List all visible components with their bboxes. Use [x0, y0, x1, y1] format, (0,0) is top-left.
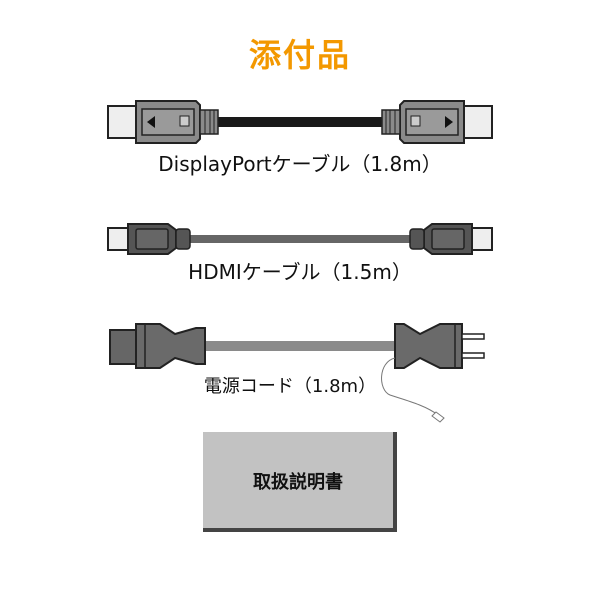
- hdmi-cable-label: HDMIケーブル（1.5m）: [188, 260, 412, 284]
- displayport-cable-icon: [107, 100, 493, 144]
- displayport-cable-label: DisplayPortケーブル（1.8m）: [158, 152, 442, 176]
- hdmi-cable-icon: [107, 223, 493, 255]
- manual-label: 取扱説明書: [253, 472, 343, 493]
- page-title: 添付品: [248, 36, 351, 74]
- manual-icon: 取扱説明書: [203, 432, 397, 532]
- power-cord-icon: [109, 323, 485, 423]
- power-cord-label: 電源コード（1.8m）: [203, 376, 377, 397]
